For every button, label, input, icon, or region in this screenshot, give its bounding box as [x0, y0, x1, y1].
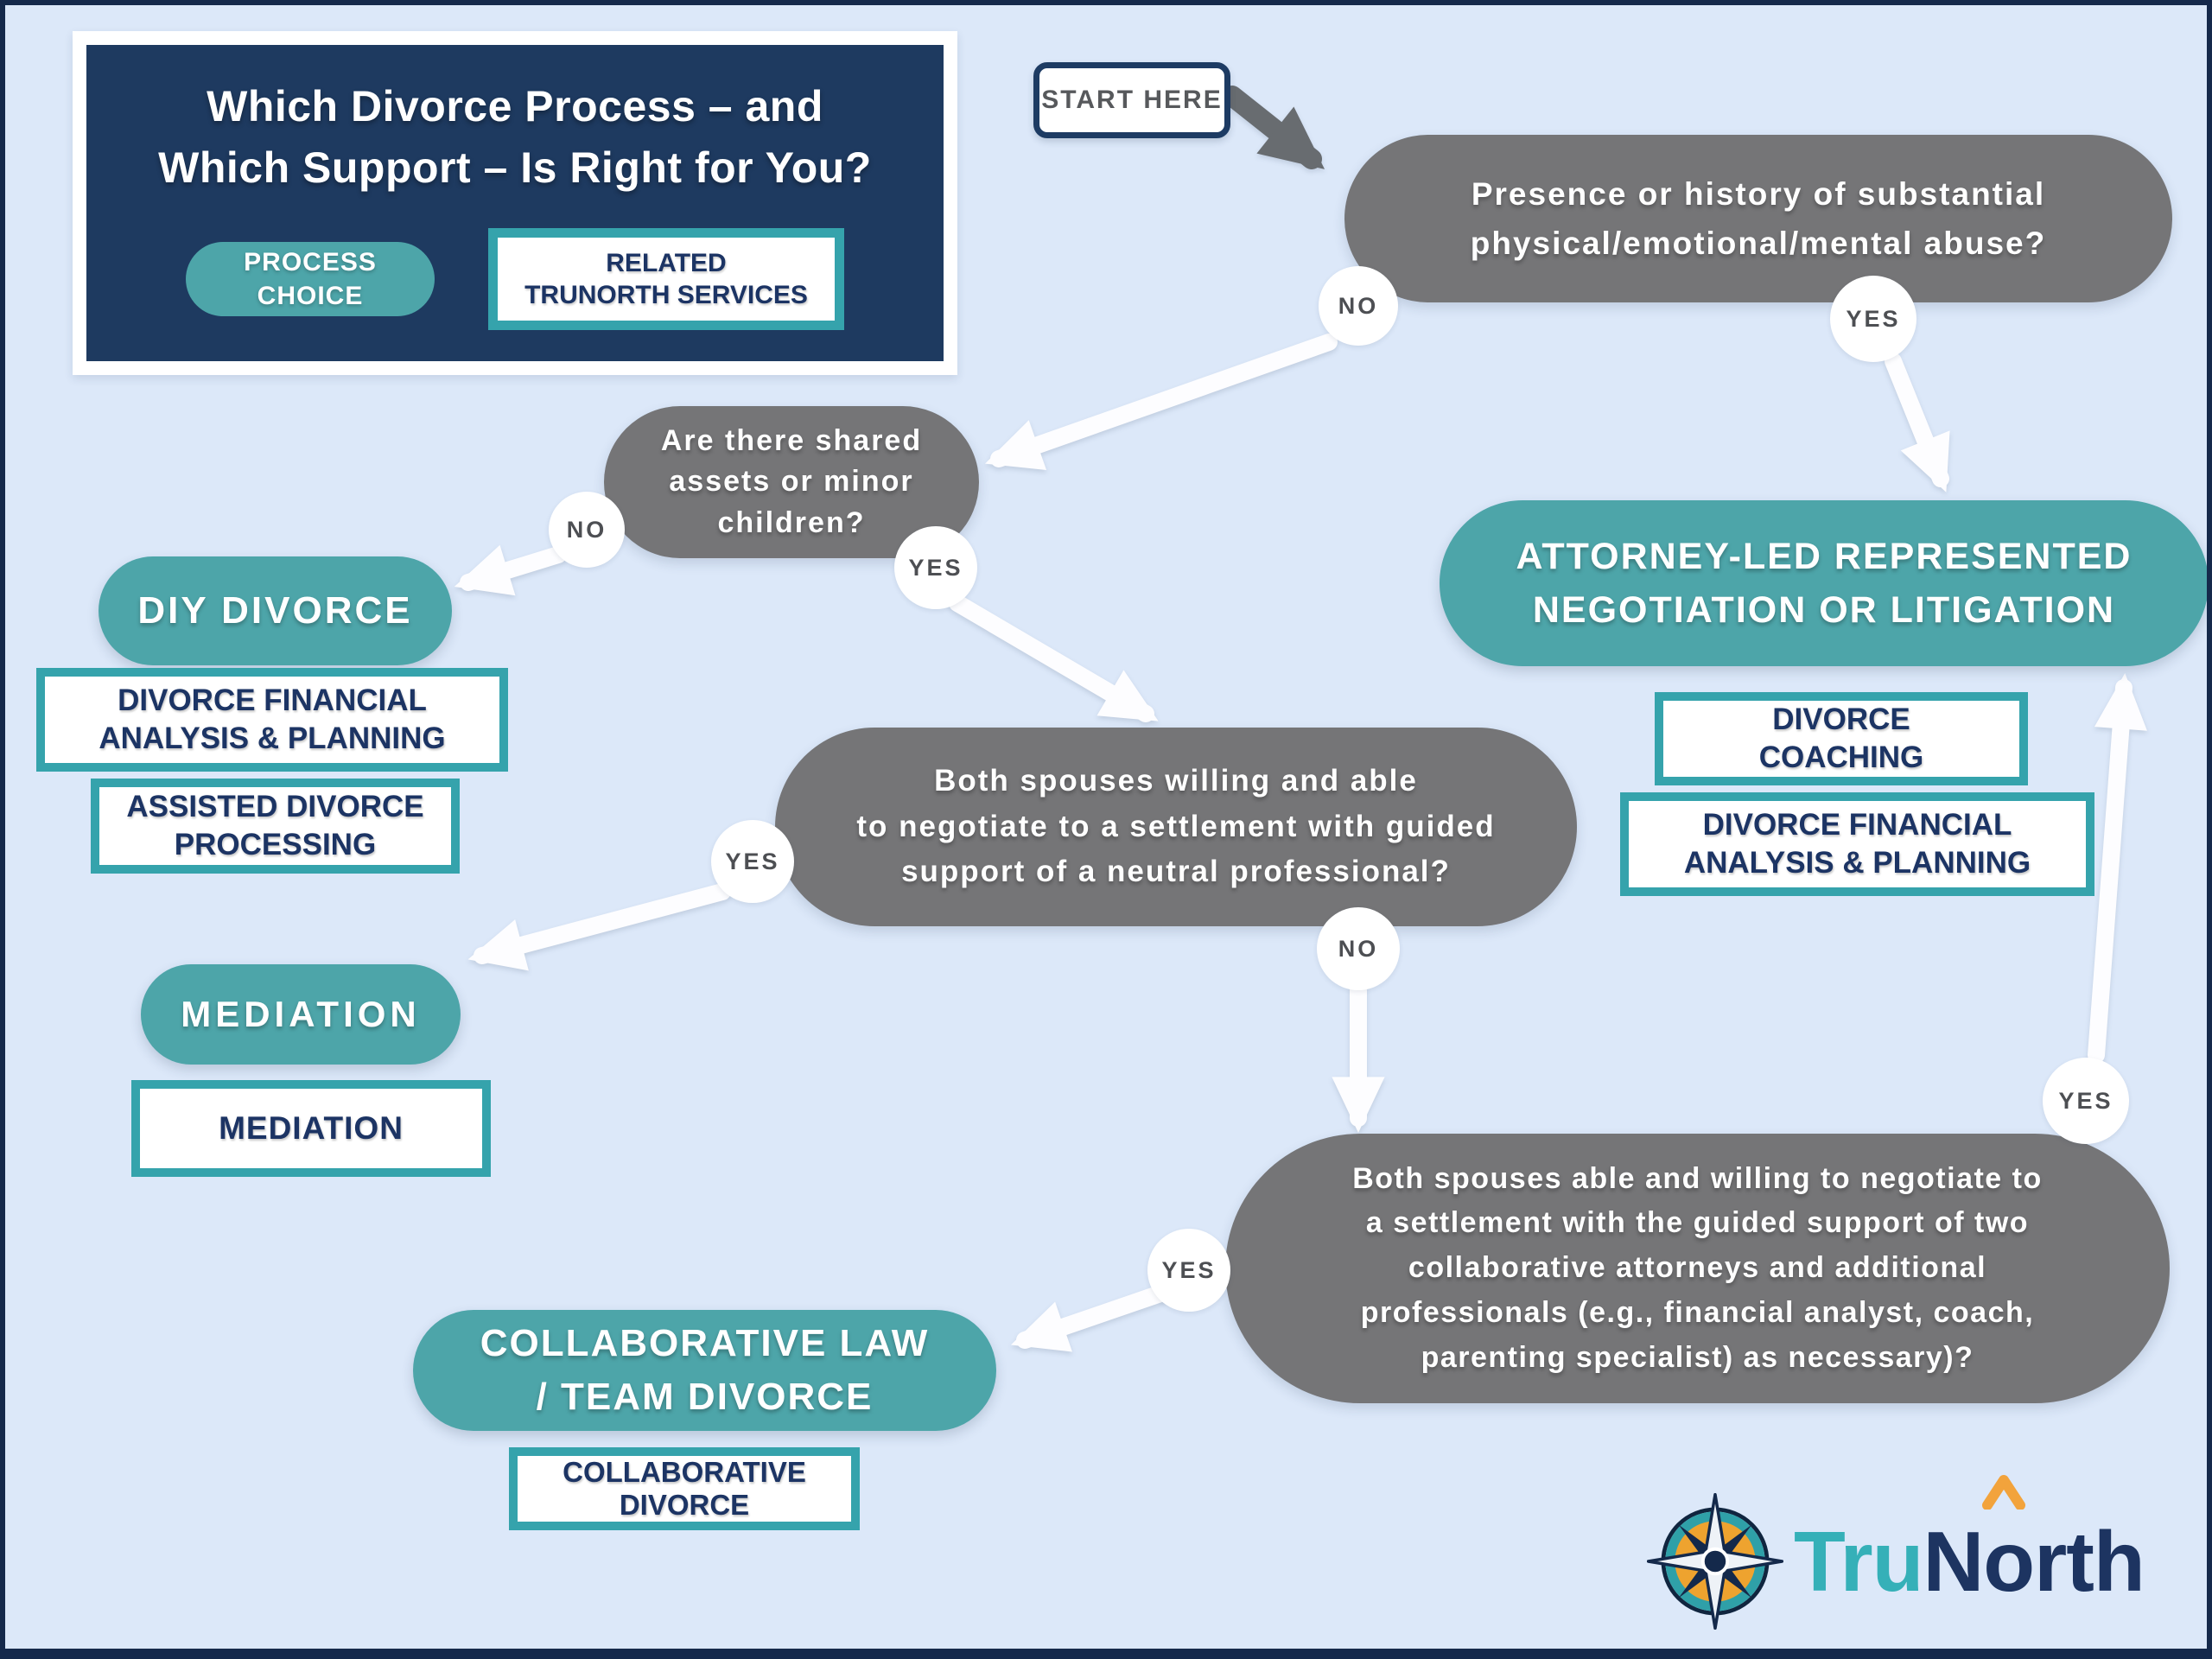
label-assets-yes: YES	[894, 526, 977, 609]
legend-related-services-label: RELATED TRUNORTH SERVICES	[498, 238, 835, 321]
service-mediation: MEDIATION	[131, 1080, 491, 1177]
arrow-abuse-no	[984, 334, 1338, 470]
arrow-collabq-yes-right	[2088, 673, 2147, 1064]
title-card: Which Divorce Process – and Which Suppor…	[73, 31, 957, 375]
page-title: Which Divorce Process – and Which Suppor…	[158, 82, 872, 192]
label-collabq-yes-left: YES	[1147, 1229, 1230, 1312]
arrow-neutral-yes	[467, 883, 731, 971]
outcome-collaborative-law: COLLABORATIVE LAW / TEAM DIVORCE	[413, 1310, 996, 1431]
service-divorce-financial-planning-attorney: DIVORCE FINANCIAL ANALYSIS & PLANNING	[1620, 792, 2094, 896]
label-collabq-yes-right: YES	[2043, 1058, 2129, 1144]
compass-icon	[1647, 1493, 1783, 1630]
outcome-attorney-led: ATTORNEY-LED REPRESENTED NEGOTIATION OR …	[1440, 500, 2207, 666]
arrow-assets-no	[454, 544, 567, 596]
question-abuse: Presence or history of substantial physi…	[1344, 135, 2172, 302]
caret-icon	[1982, 1474, 2026, 1510]
arrow-collabq-yes-left	[1010, 1284, 1172, 1352]
arrow-abuse-yes	[1885, 353, 1950, 493]
outcome-diy-divorce: DIY DIVORCE	[99, 556, 452, 665]
logo-tru: Tru	[1794, 1513, 1923, 1609]
legend: PROCESS CHOICE RELATED TRUNORTH SERVICES	[186, 228, 844, 330]
start-here-badge: START HERE	[1033, 62, 1230, 138]
label-neutral-yes: YES	[711, 820, 794, 903]
service-divorce-financial-planning-diy: DIVORCE FINANCIAL ANALYSIS & PLANNING	[36, 668, 508, 772]
label-abuse-no: NO	[1319, 266, 1398, 346]
service-assisted-divorce-processing: ASSISTED DIVORCE PROCESSING	[91, 779, 460, 874]
legend-related-services: RELATED TRUNORTH SERVICES	[488, 228, 844, 330]
title-card-panel: Which Divorce Process – and Which Suppor…	[86, 45, 944, 361]
label-neutral-no: NO	[1317, 907, 1400, 990]
arrow-start-to-abuse	[1222, 86, 1325, 169]
outcome-mediation: MEDIATION	[141, 964, 461, 1065]
arrow-assets-yes	[949, 594, 1159, 722]
question-collaborative-negotiation: Both spouses able and willing to negotia…	[1225, 1134, 2170, 1403]
service-divorce-coaching: DIVORCE COACHING	[1655, 692, 2028, 785]
label-abuse-yes: YES	[1830, 276, 1916, 362]
legend-process-choice: PROCESS CHOICE	[186, 242, 435, 316]
label-assets-no: NO	[549, 492, 625, 568]
service-collaborative-divorce: COLLABORATIVE DIVORCE	[509, 1447, 860, 1530]
question-neutral-negotiation: Both spouses willing and able to negotia…	[775, 728, 1577, 926]
flow-arrows	[454, 86, 2147, 1352]
